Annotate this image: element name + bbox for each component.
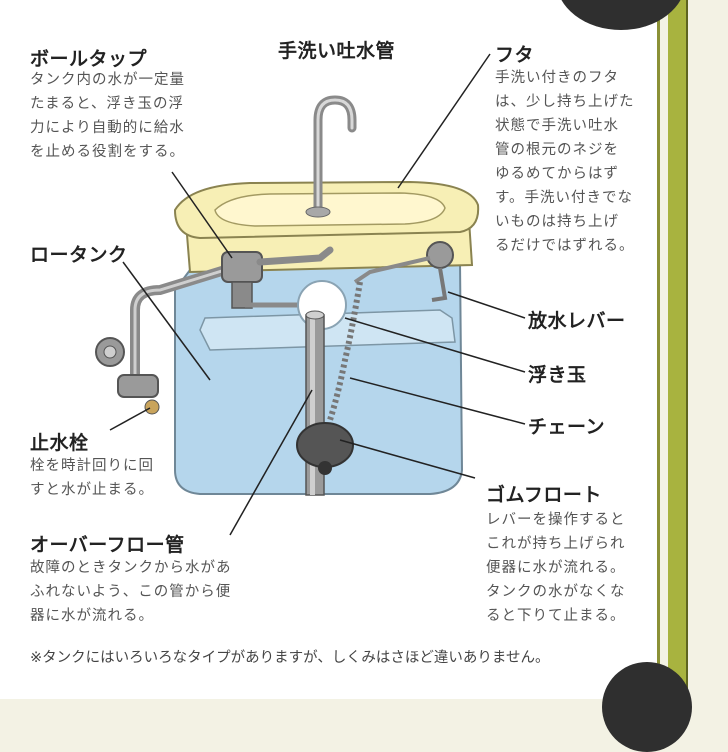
side-accent-bar: [668, 0, 686, 699]
overflow-desc-line: 故障のときタンクから水があ: [30, 560, 232, 576]
overflow-desc-line: ふれないよう、この管から便: [30, 584, 232, 600]
spout-title: 手洗い吐水管: [278, 40, 396, 62]
ball-tap-desc-line: を止める役割をする。: [30, 144, 185, 160]
spout-base: [305, 206, 331, 218]
flush-lever: [353, 241, 454, 302]
rubber-float-description: レバーを操作すると これが持ち上げられ 便器に水が流れる。 タンクの水がなくな …: [486, 508, 626, 628]
lid-description: 手洗い付きのフタ は、少し持ち上げた 状態で手洗い吐水 管の根元のネジを ゆるめ…: [495, 66, 635, 258]
corner-decoration-bottom: [602, 662, 692, 752]
footnote: ※タンクにはいろいろなタイプがありますが、しくみはさほど違いありません。: [30, 650, 550, 666]
ball-tap-desc-line: タンク内の水が一定量: [30, 72, 185, 88]
overflow-title: オーバーフロー管: [30, 534, 185, 556]
ball-tap-desc-line: 力により自動的に給水: [30, 120, 185, 136]
rubber-float-desc-line: ると下りて止まる。: [486, 608, 626, 624]
lid-desc-line: 状態で手洗い吐水: [495, 118, 619, 134]
rubber-float-desc-line: レバーを操作すると: [486, 512, 626, 528]
lever-title: 放水レバー: [528, 310, 626, 332]
rubber-float-desc-line: 便器に水が流れる。: [486, 560, 626, 576]
lid-desc-line: 管の根元のネジを: [495, 142, 619, 158]
chain-title: チェーン: [528, 416, 606, 438]
float-ball-title: 浮き玉: [528, 364, 587, 386]
water-surface: [199, 309, 456, 351]
overflow-desc-line: 器に水が流れる。: [30, 608, 154, 624]
toilet-tank-illustration: [95, 53, 526, 536]
lid-basin: [214, 192, 446, 227]
rubber-float-desc-line: これが持ち上げられ: [486, 536, 626, 552]
lid-desc-line: るだけではずれる。: [495, 238, 635, 254]
stop-valve-title: 止水栓: [30, 432, 89, 454]
stop-valve-desc-line: すと水が止まる。: [30, 482, 154, 498]
chain-links: [327, 281, 363, 421]
lid-desc-line: は、少し持ち上げた: [495, 94, 635, 110]
lid-desc-line: いものは持ち上げ: [495, 214, 619, 230]
rubber-float-shape: [296, 422, 354, 468]
lid-desc-line: す。手洗い付きでな: [495, 190, 634, 206]
ball-tap-title: ボールタップ: [30, 48, 148, 70]
ball-tap-description: タンク内の水が一定量 たまると、浮き玉の浮 力により自動的に給水 を止める役割を…: [30, 68, 185, 164]
rubber-float-title: ゴムフロート: [486, 484, 602, 506]
lid-desc-line: ゆるめてからはず: [495, 166, 619, 182]
diagram-card: ボールタップ タンク内の水が一定量 たまると、浮き玉の浮 力により自動的に給水 …: [0, 0, 692, 752]
rubber-float-desc-line: タンクの水がなくな: [486, 584, 626, 600]
lid-title: フタ: [495, 44, 535, 66]
side-accent-line: [686, 0, 688, 699]
overflow-description: 故障のときタンクから水があ ふれないよう、この管から便 器に水が流れる。: [30, 556, 232, 628]
leader-lines: [109, 53, 526, 536]
stop-valve-desc-line: 栓を時計回りに回: [30, 458, 154, 474]
ball-tap-body: [221, 246, 334, 309]
ball-tap-desc-line: たまると、浮き玉の浮: [30, 96, 184, 112]
lid-desc-line: 手洗い付きのフタ: [495, 70, 619, 86]
low-tank-title: ロータンク: [30, 244, 128, 266]
stop-valve-body: [95, 337, 160, 415]
stop-valve-description: 栓を時計回りに回 すと水が止まる。: [30, 454, 154, 502]
